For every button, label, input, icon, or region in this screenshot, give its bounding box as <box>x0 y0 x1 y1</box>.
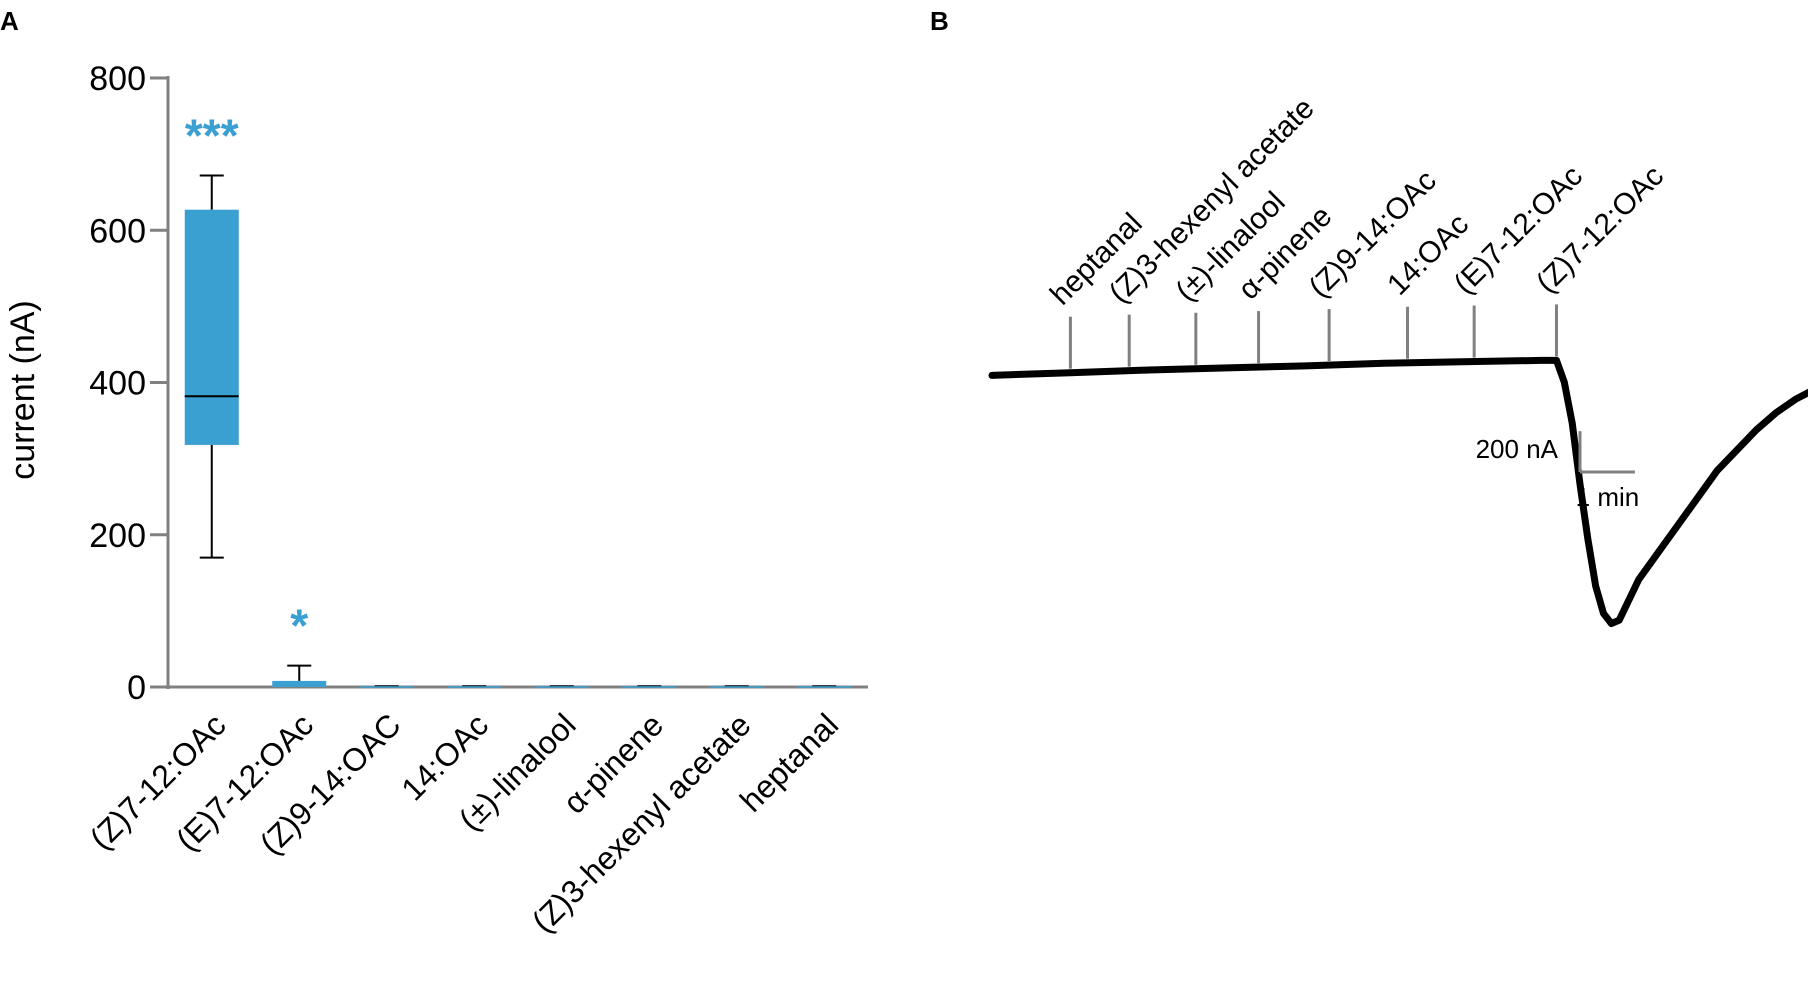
box-group <box>447 685 502 688</box>
x-category-label: heptanal <box>733 706 845 818</box>
box-group <box>359 685 414 688</box>
significance-marker: * <box>290 600 308 652</box>
scalebar-current-label: 200 nA <box>1476 434 1559 464</box>
box <box>622 686 677 688</box>
y-axis-title: current (nA) <box>4 300 42 480</box>
box-group <box>709 685 764 688</box>
scalebar-time-label: 1 min <box>1576 482 1640 512</box>
box-group <box>797 685 852 688</box>
significance-marker: *** <box>185 109 239 161</box>
y-tick-label: 800 <box>89 60 146 98</box>
box <box>534 686 589 688</box>
box <box>447 686 502 688</box>
box <box>359 686 414 688</box>
box-group: * <box>272 600 327 687</box>
y-tick-label: 600 <box>89 212 146 250</box>
y-tick-label: 0 <box>127 669 146 707</box>
box <box>272 680 327 687</box>
box-group <box>534 685 589 688</box>
current-trace <box>988 356 1808 628</box>
box <box>797 686 852 688</box>
panel-a-box-plot: current (nA) 0200400600800(Z)7-12:OAc(E)… <box>4 60 868 939</box>
y-tick-label: 200 <box>89 517 146 555</box>
panel-b-current-trace: heptanal(Z)3-hexenyl acetate(±)-linalool… <box>988 92 1808 628</box>
box-group: *** <box>184 109 239 559</box>
box-group <box>622 685 677 688</box>
panel-b-label: B <box>930 6 949 36</box>
panel-a-label: A <box>0 6 19 36</box>
box <box>709 686 764 688</box>
y-tick-label: 400 <box>89 365 146 403</box>
box <box>184 209 239 445</box>
